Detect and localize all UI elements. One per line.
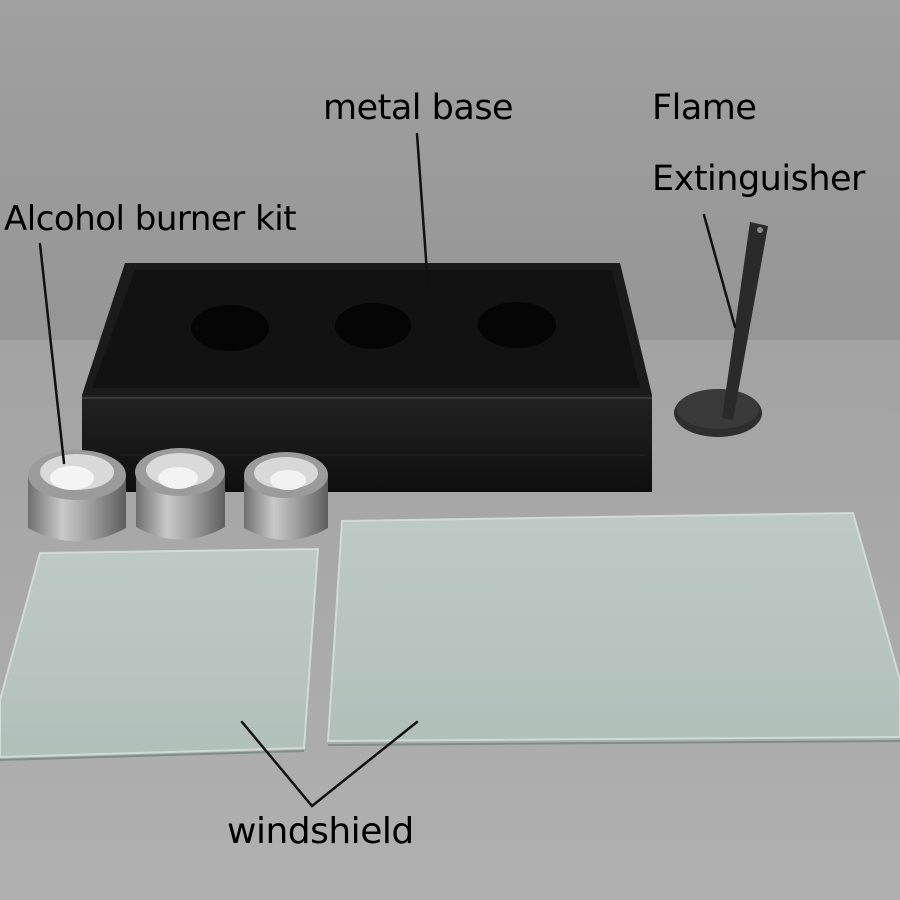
annotation-lines <box>38 132 737 808</box>
alcohol-burner-can-3 <box>244 452 328 540</box>
metal-base-pointer <box>415 132 430 289</box>
label-extinguisher: Extinguisher <box>652 159 865 199</box>
burner-hole-3 <box>478 302 556 348</box>
windshield-pointer <box>240 720 419 808</box>
burner-hole-2 <box>335 303 411 349</box>
label-metal-base: metal base <box>323 88 514 128</box>
flame-extinguisher <box>674 222 768 437</box>
glass-windshield-left <box>0 547 320 761</box>
burner-hole-1 <box>191 305 269 351</box>
glass-windshield-right <box>326 511 900 746</box>
alcohol-burner-can-1 <box>28 450 126 542</box>
label-alcohol-burner-kit: Alcohol burner kit <box>4 199 297 239</box>
alcohol-burner-can-2 <box>135 448 225 540</box>
extinguisher-pointer <box>702 213 737 329</box>
alcohol-burner-pointer <box>38 242 66 465</box>
label-flame: Flame <box>652 88 757 128</box>
label-windshield: windshield <box>227 811 414 852</box>
